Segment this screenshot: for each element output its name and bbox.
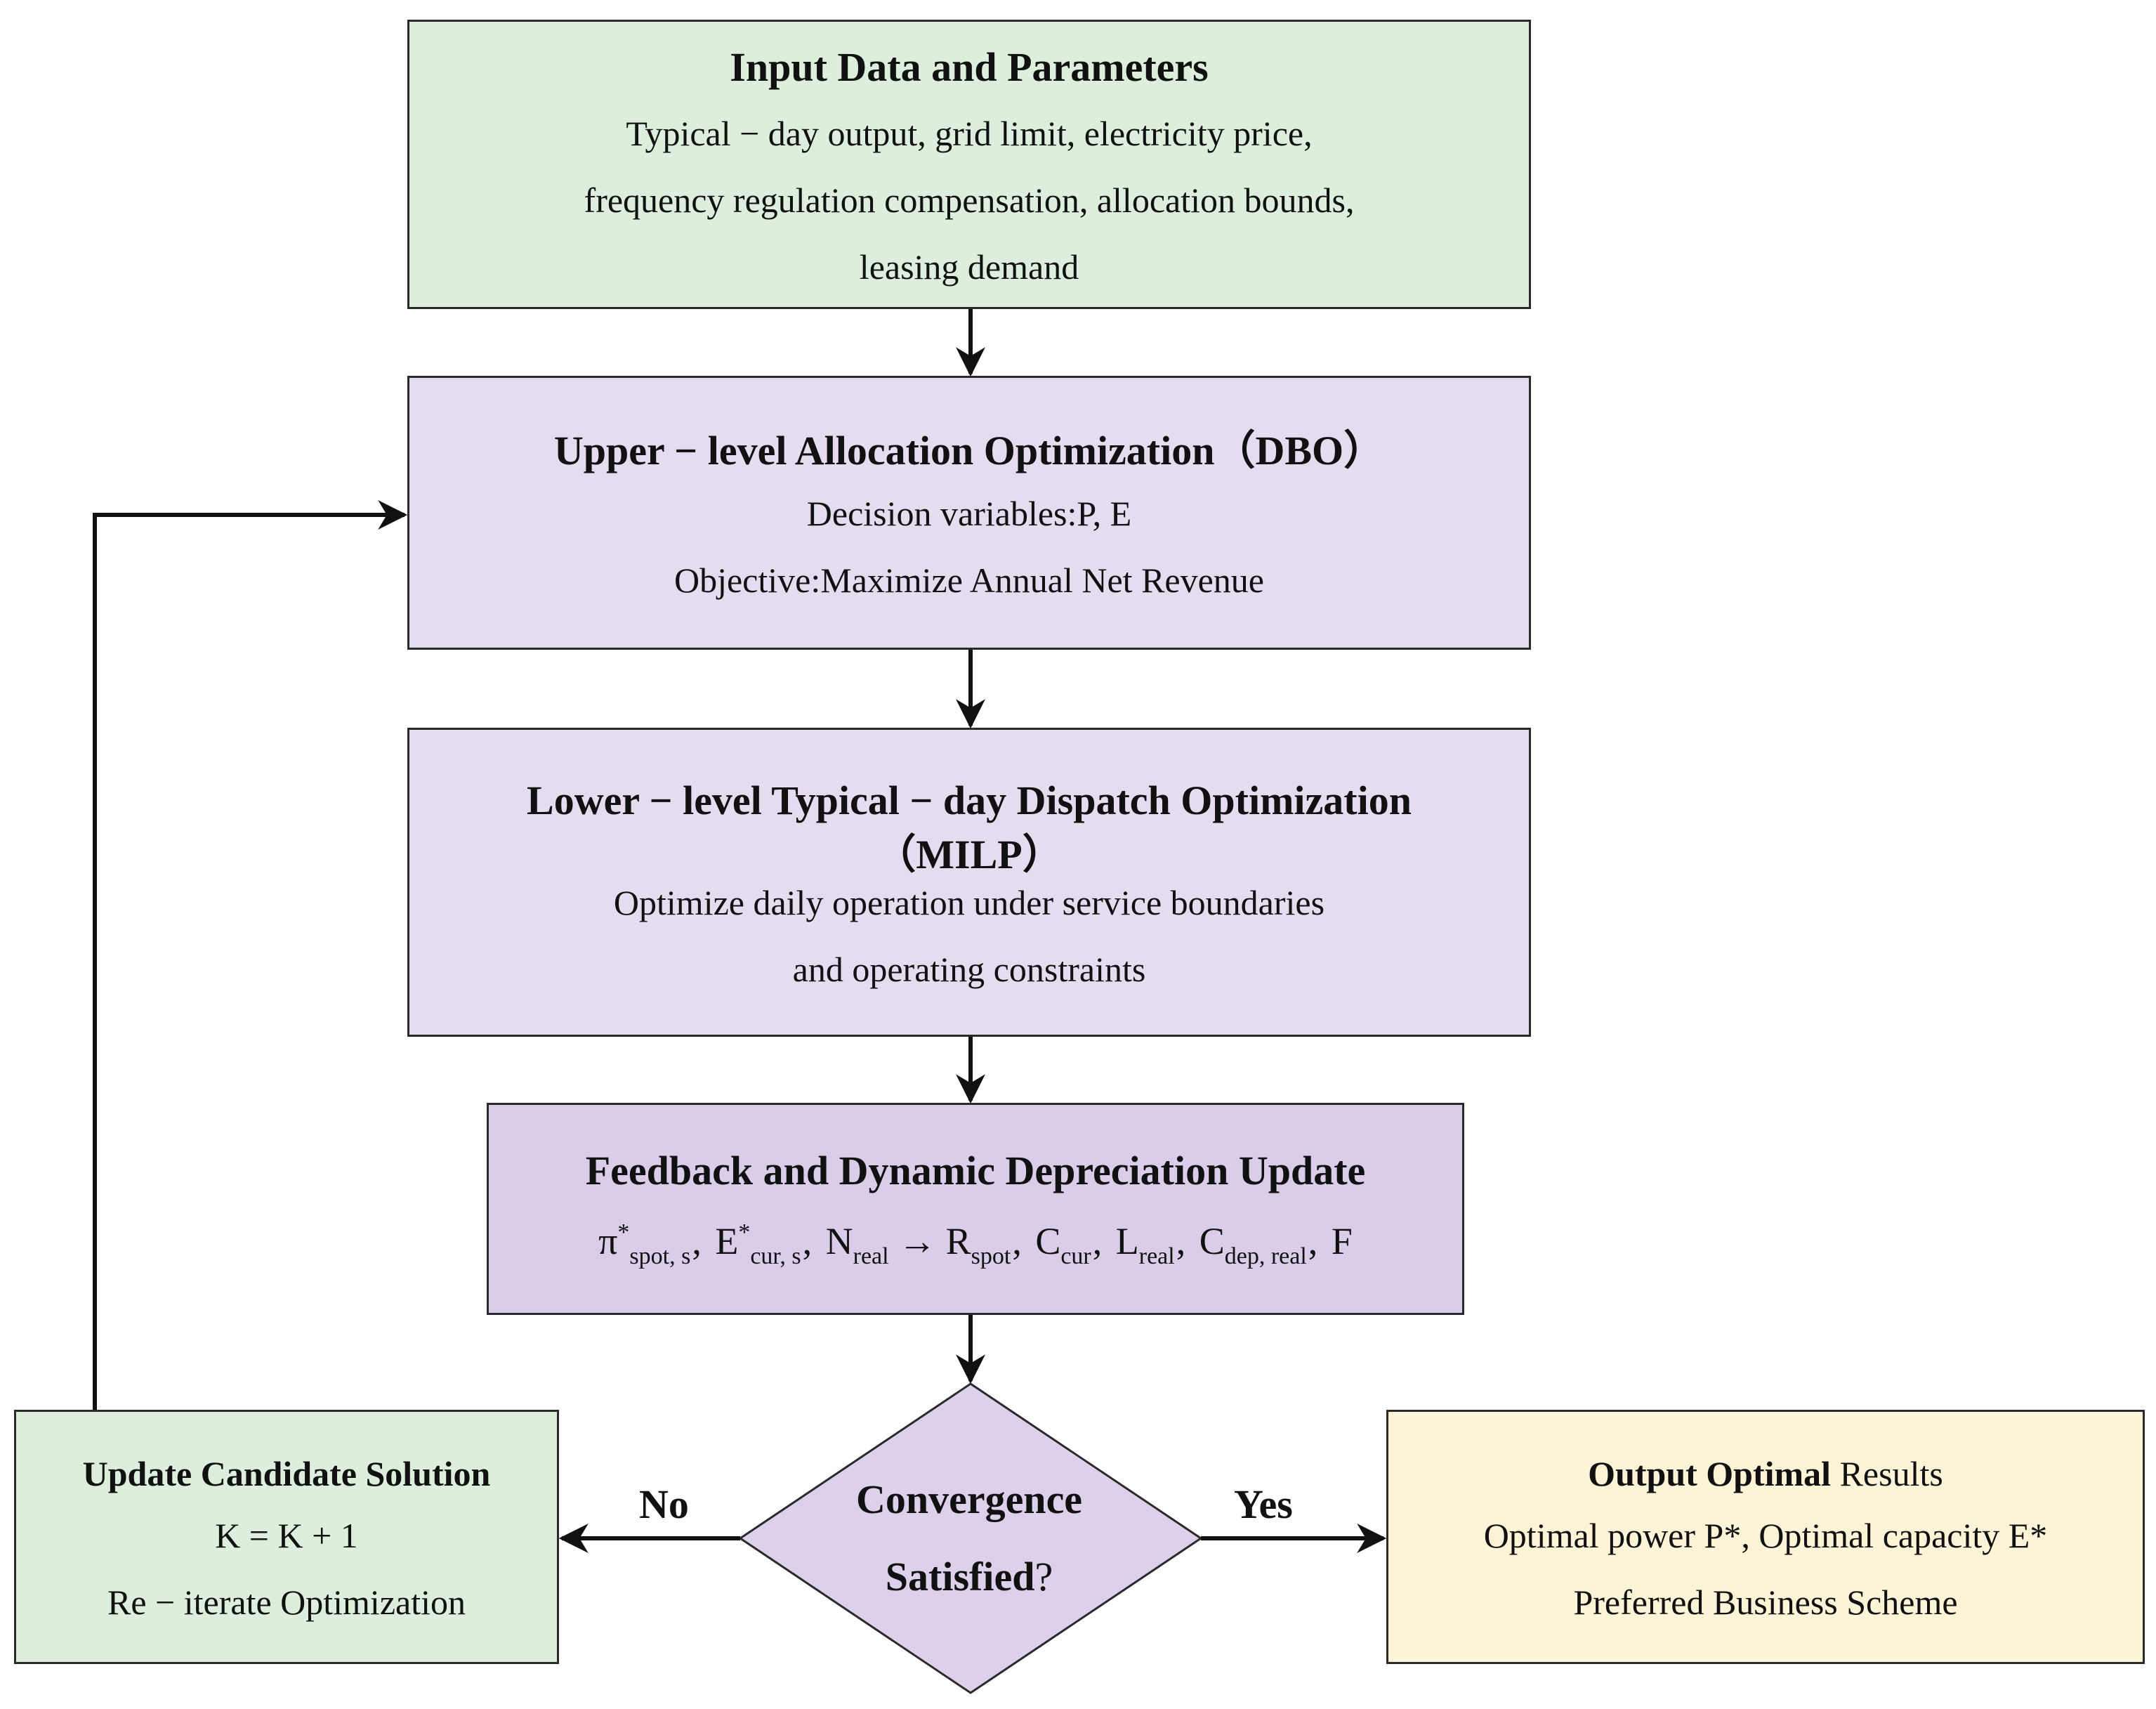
lower-level-line-1: Optimize daily operation under service b…	[613, 883, 1325, 923]
formula-sub-real-2: real	[1138, 1243, 1175, 1270]
formula-star-1: *	[617, 1219, 630, 1246]
lower-level-title-1: Lower − level Typical − day Dispatch Opt…	[527, 777, 1412, 823]
convergence-label-line-1: Convergence	[855, 1476, 1083, 1522]
upper-level-title: Upper − level Allocation Optimization（DB…	[553, 428, 1385, 474]
formula-sub-spot-s: spot, s	[629, 1243, 691, 1270]
output-results-title: Output Optimal Results	[1588, 1454, 1943, 1495]
update-candidate-box: Update Candidate Solution K = K + 1 Re −…	[14, 1410, 559, 1664]
formula-e: E	[715, 1220, 739, 1263]
update-candidate-line-1: K = K + 1	[215, 1516, 358, 1556]
lower-level-line-2: and operating constraints	[792, 950, 1146, 990]
output-results-line-1: Optimal power P*, Optimal capacity E*	[1483, 1516, 2048, 1556]
convergence-label: Convergence Satisfied?	[758, 1461, 1180, 1616]
formula-r: R	[945, 1220, 971, 1263]
update-candidate-title: Update Candidate Solution	[82, 1453, 491, 1493]
formula-n: N	[825, 1220, 853, 1263]
formula-arrow: →	[898, 1220, 937, 1263]
formula-sub-spot: spot	[971, 1243, 1011, 1270]
formula-pi: π	[598, 1220, 618, 1263]
yes-branch-label: Yes	[1234, 1481, 1293, 1527]
formula-comma-2: ,	[802, 1220, 813, 1263]
output-results-line-2: Preferred Business Scheme	[1573, 1583, 1958, 1623]
formula-comma-1: ,	[692, 1220, 702, 1263]
formula-sub-cur: cur	[1060, 1243, 1091, 1270]
feedback-title: Feedback and Dynamic Depreciation Update	[585, 1147, 1366, 1193]
convergence-label-line-2: Satisfied?	[758, 1538, 1180, 1616]
formula-c-1: C	[1035, 1220, 1061, 1263]
formula-comma-6: ,	[1308, 1220, 1318, 1263]
output-results-box: Output Optimal Results Optimal power P*,…	[1386, 1410, 2145, 1664]
upper-level-line-2: Objective:Maximize Annual Net Revenue	[673, 560, 1264, 600]
formula-comma-3: ,	[1012, 1220, 1022, 1263]
no-branch-label: No	[639, 1481, 689, 1527]
input-data-line-2: frequency regulation compensation, alloc…	[584, 181, 1355, 221]
feedback-box: Feedback and Dynamic Depreciation Update…	[487, 1103, 1464, 1315]
lower-level-box: Lower − level Typical − day Dispatch Opt…	[407, 728, 1531, 1037]
formula-sub-cur-s: cur, s	[750, 1243, 801, 1270]
formula-c-2: C	[1199, 1220, 1225, 1263]
feedback-formula: π*spot, s, E*cur, s, Nreal → Rspot, Ccur…	[598, 1219, 1353, 1270]
output-results-title-bold: Output Optimal	[1588, 1453, 1832, 1493]
input-data-line-1: Typical − day output, grid limit, electr…	[626, 114, 1313, 154]
input-data-box: Input Data and Parameters Typical − day …	[407, 20, 1531, 309]
formula-comma-5: ,	[1176, 1220, 1186, 1263]
lower-level-title-2: （MILP）	[875, 831, 1063, 877]
formula-comma-4: ,	[1092, 1220, 1103, 1263]
output-results-title-rest: Results	[1831, 1453, 1943, 1493]
convergence-label-question: ?	[1034, 1554, 1053, 1599]
formula-sub-real-1: real	[853, 1243, 889, 1270]
convergence-label-satisfied: Satisfied	[885, 1554, 1035, 1599]
upper-level-box: Upper − level Allocation Optimization（DB…	[407, 376, 1531, 650]
upper-level-line-1: Decision variables:P, E	[806, 493, 1132, 533]
arrow-feedback-loop-to-upper	[93, 500, 408, 1410]
formula-sub-dep-real: dep, real	[1224, 1243, 1307, 1270]
input-data-title: Input Data and Parameters	[730, 44, 1209, 90]
update-candidate-line-2: Re − iterate Optimization	[107, 1583, 466, 1623]
formula-l: L	[1115, 1220, 1139, 1263]
formula-star-2: *	[738, 1219, 751, 1246]
convergence-decision-diamond	[738, 1382, 1203, 1694]
input-data-line-3: leasing demand	[859, 247, 1079, 287]
formula-f: F	[1331, 1220, 1353, 1263]
